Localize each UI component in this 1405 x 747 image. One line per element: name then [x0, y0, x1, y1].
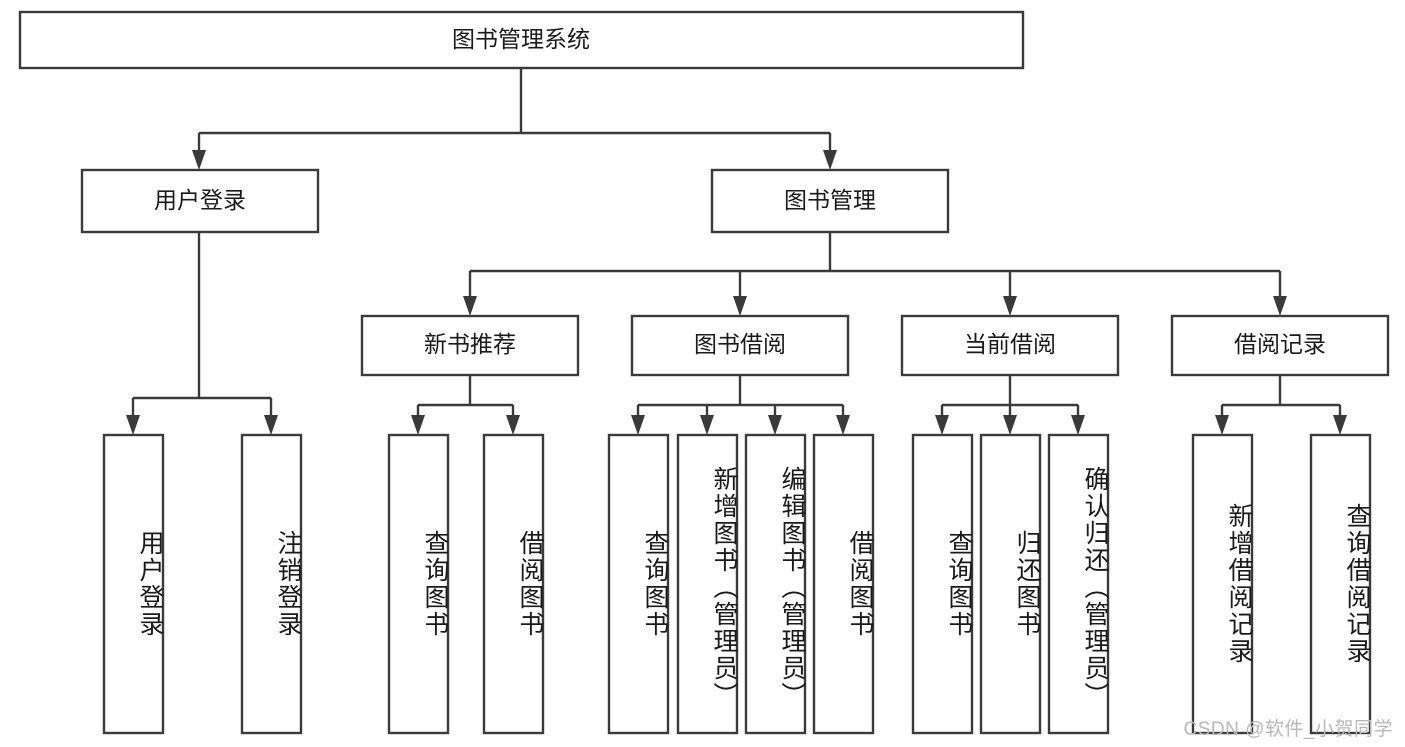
arrow-bookmgmt-to-new-book: [463, 296, 477, 316]
node-book-borrow-label: 图书借阅: [694, 331, 786, 357]
arrow-root-to-user-login: [192, 150, 206, 170]
node-borrow-record[interactable]: 借阅记录: [1170, 314, 1390, 377]
arrow-bookmgmt-to-current-borrow: [1003, 296, 1017, 316]
arrow-bookborrow-leaf-2: [700, 415, 714, 435]
leaf-box-new-book-1[interactable]: [387, 433, 450, 735]
leaf-box-current-borrow-3[interactable]: [1047, 433, 1110, 735]
arrow-currentborrow-leaf-3: [1071, 415, 1085, 435]
node-current-borrow-label: 当前借阅: [964, 331, 1056, 357]
node-book-borrow-box[interactable]: [630, 314, 850, 377]
connector-layer: [126, 68, 1347, 435]
arrow-userlogin-leaf-2: [264, 415, 278, 435]
node-user-login-label: 用户登录: [154, 187, 246, 213]
leaf-box-book-borrow-1[interactable]: [607, 433, 670, 735]
arrow-newbook-leaf-1: [411, 415, 425, 435]
leaf-box-book-borrow-4[interactable]: [812, 433, 875, 735]
node-book-management[interactable]: 图书管理: [710, 168, 950, 234]
leaf-box-borrow-record-2[interactable]: [1309, 433, 1372, 735]
leaf-box-book-borrow-3[interactable]: [744, 433, 807, 735]
arrow-bookborrow-leaf-3: [768, 415, 782, 435]
leaf-box-book-borrow-2[interactable]: [676, 433, 739, 735]
leaf-box-current-borrow-1[interactable]: [911, 433, 974, 735]
arrow-bookborrow-leaf-4: [836, 415, 850, 435]
leaf-box-current-borrow-2[interactable]: [979, 433, 1042, 735]
node-user-login[interactable]: 用户登录: [80, 168, 320, 234]
leaf-box-user-login-1[interactable]: [102, 433, 165, 735]
node-book-borrow[interactable]: 图书借阅: [630, 314, 850, 377]
leaf-box-layer: [102, 433, 1372, 735]
node-book-management-label: 图书管理: [784, 187, 876, 213]
leaf-box-borrow-record-1[interactable]: [1191, 433, 1254, 735]
node-new-book-recommend-label: 新书推荐: [424, 331, 516, 357]
node-book-management-box[interactable]: [710, 168, 950, 234]
node-borrow-record-label: 借阅记录: [1234, 331, 1326, 357]
arrow-borrowrecord-leaf-1: [1215, 415, 1229, 435]
csdn-watermark: CSDN @软件_小贺同学: [1183, 719, 1393, 740]
arrow-newbook-leaf-2: [506, 415, 520, 435]
node-root-box[interactable]: [18, 10, 1025, 70]
node-user-login-box[interactable]: [80, 168, 320, 234]
arrow-borrowrecord-leaf-2: [1333, 415, 1347, 435]
arrow-bookmgmt-to-book-borrow: [733, 296, 747, 316]
node-current-borrow-box[interactable]: [900, 314, 1120, 377]
arrow-currentborrow-leaf-1: [935, 415, 949, 435]
node-borrow-record-box[interactable]: [1170, 314, 1390, 377]
node-new-book-recommend-box[interactable]: [360, 314, 580, 377]
node-new-book-recommend[interactable]: 新书推荐: [360, 314, 580, 377]
node-root-label: 图书管理系统: [452, 26, 590, 52]
arrow-userlogin-leaf-1: [126, 415, 140, 435]
leaf-box-user-login-2[interactable]: [240, 433, 303, 735]
arrow-bookmgmt-to-borrow-record: [1273, 296, 1287, 316]
arrow-currentborrow-leaf-2: [1003, 415, 1017, 435]
leaf-box-new-book-2[interactable]: [482, 433, 545, 735]
node-current-borrow[interactable]: 当前借阅: [900, 314, 1120, 377]
arrow-bookborrow-leaf-1: [631, 415, 645, 435]
arrow-root-to-book-mgmt: [823, 150, 837, 170]
node-root[interactable]: 图书管理系统: [18, 10, 1025, 70]
